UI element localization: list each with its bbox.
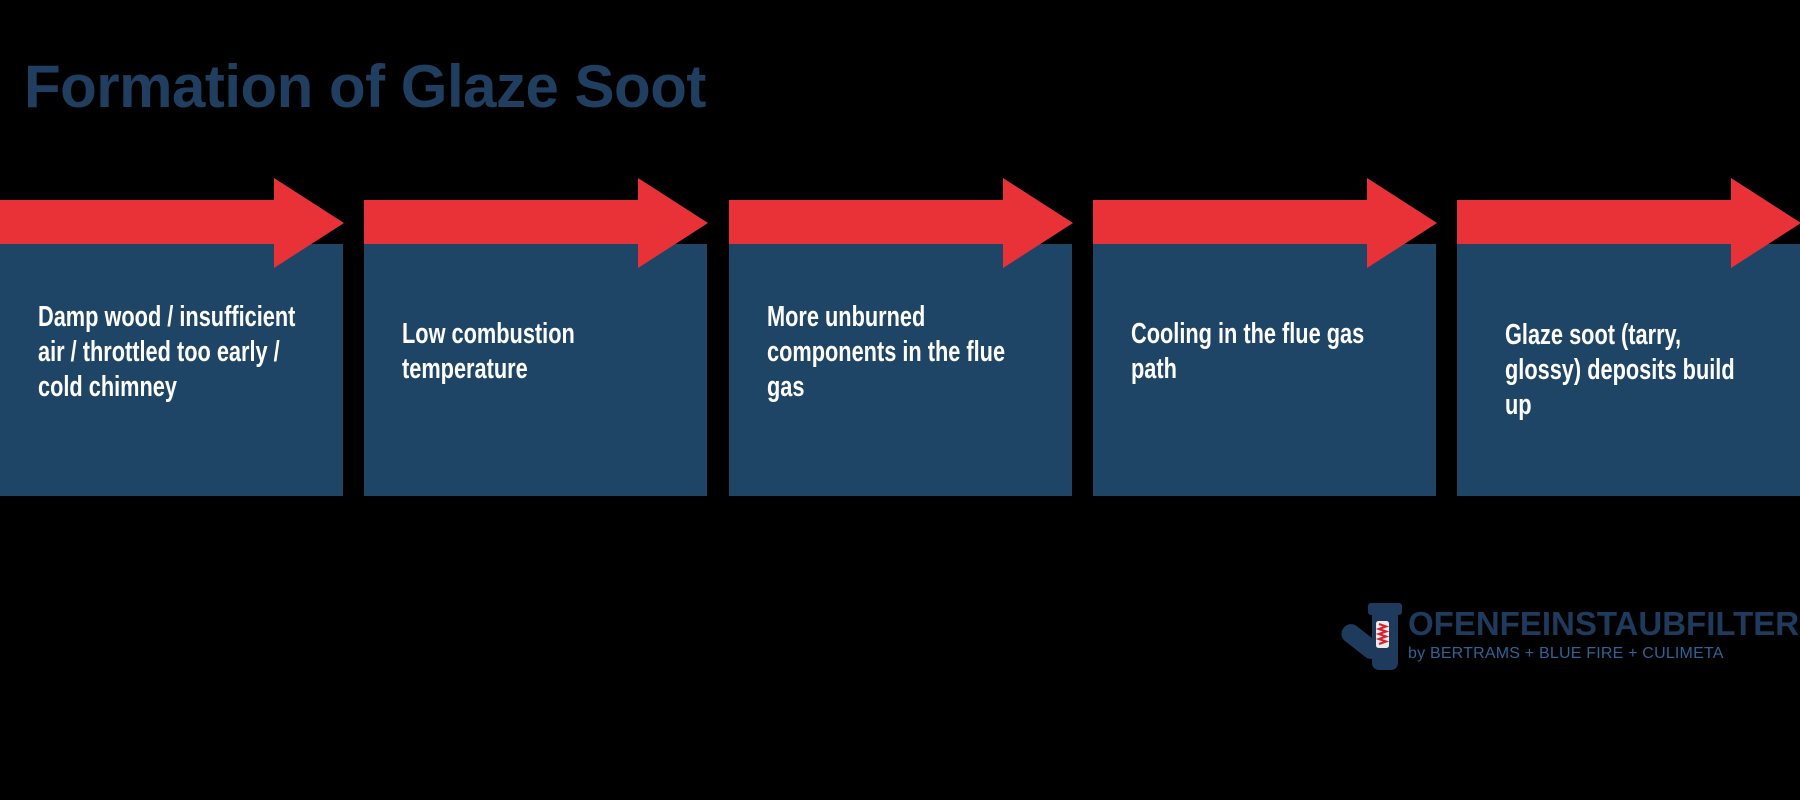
step-box-5: Glaze soot (tarry, glossy) deposits buil… (1457, 178, 1800, 496)
step-box-4: Cooling in the flue gas path (1093, 178, 1437, 496)
arrow-right-icon (729, 178, 1073, 268)
logo: OFENFEINSTAUBFILTER by BERTRAMS + BLUE F… (1335, 590, 1800, 690)
step-text: Glaze soot (tarry, glossy) deposits buil… (1505, 319, 1735, 421)
stove-filter-icon (1341, 603, 1402, 670)
arrow-right-icon (1093, 178, 1437, 268)
step-box-3: More unburned components in the flue gas (729, 178, 1073, 496)
step-text: Low combustion temperature (402, 318, 575, 385)
step-text: More unburned components in the flue gas (767, 301, 1006, 403)
arrow-right-icon (1457, 178, 1800, 268)
page-title: Formation of Glaze Soot (24, 53, 706, 120)
brand-tagline: by BERTRAMS + BLUE FIRE + CULIMETA (1408, 645, 1724, 662)
step-text: Damp wood / insufficient air / throttled… (38, 301, 296, 403)
arrow-right-icon (0, 178, 344, 268)
step-text: Cooling in the flue gas path (1131, 318, 1365, 385)
arrow-right-icon (364, 178, 708, 268)
step-box-2: Low combustion temperature (364, 178, 708, 496)
brand-name: OFENFEINSTAUBFILTER (1408, 605, 1800, 642)
step-box-1: Damp wood / insufficient air / throttled… (0, 178, 344, 496)
